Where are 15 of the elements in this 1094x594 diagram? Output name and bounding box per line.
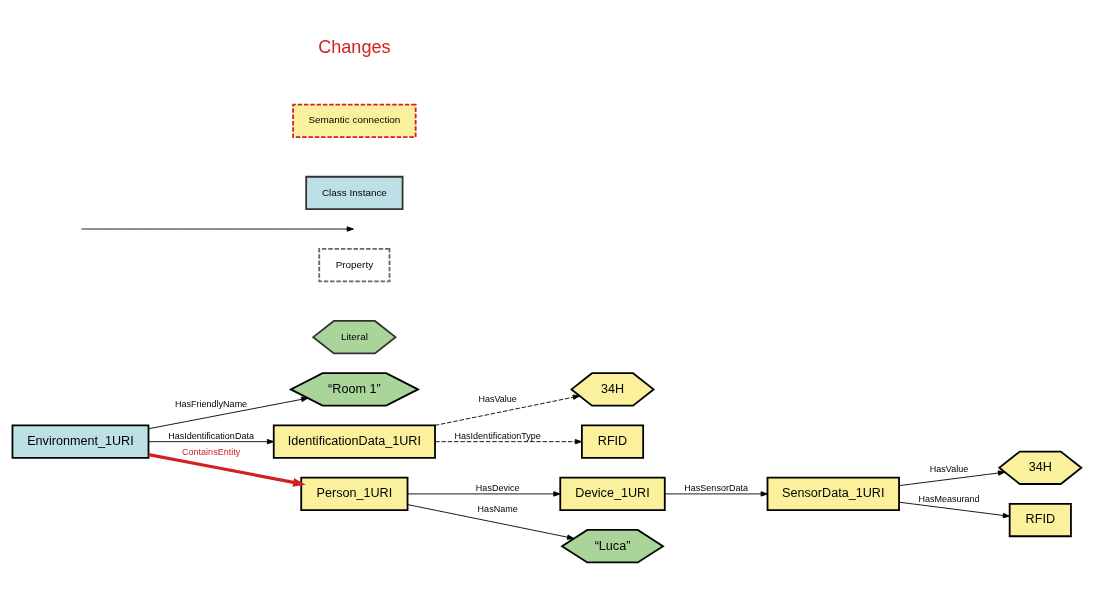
edge-label: HasMeasurand <box>918 493 980 504</box>
edge-label: HasValue <box>478 393 517 404</box>
legend-label: Property <box>335 258 374 270</box>
edge-label: HasValue <box>929 463 969 474</box>
edge-label: HasSensorData <box>684 482 748 493</box>
edge-label: HasFriendlyName <box>175 398 248 409</box>
edge-label: HasIdentificationData <box>168 430 254 441</box>
legend-label: Class Instance <box>321 186 387 198</box>
label: Changes <box>318 36 391 57</box>
edge-label: HasName <box>477 503 518 514</box>
legend-label: Literal <box>340 330 368 342</box>
edge-label: ContainsEntity <box>182 446 241 457</box>
edge-label: HasDevice <box>475 482 520 493</box>
edge-label: HasIdentificationType <box>454 430 541 441</box>
legend-label: Semantic connection <box>308 113 401 125</box>
